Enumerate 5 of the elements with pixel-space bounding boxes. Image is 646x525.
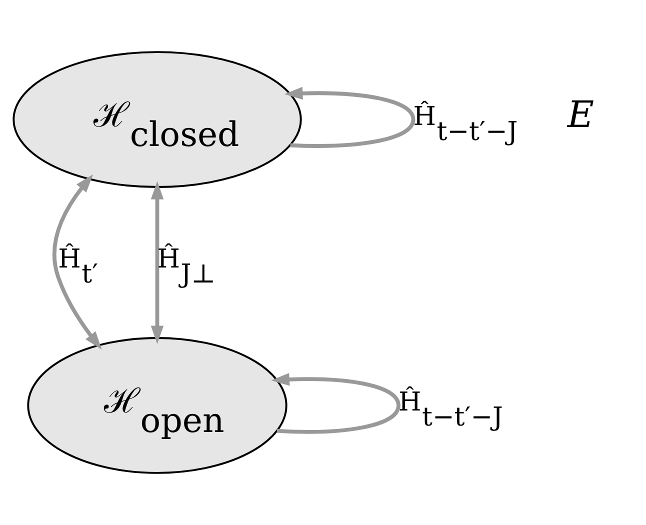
label: E <box>567 93 594 136</box>
arrow <box>284 86 416 148</box>
arrow <box>150 181 164 344</box>
arrow <box>52 174 102 350</box>
arrow <box>271 373 400 434</box>
